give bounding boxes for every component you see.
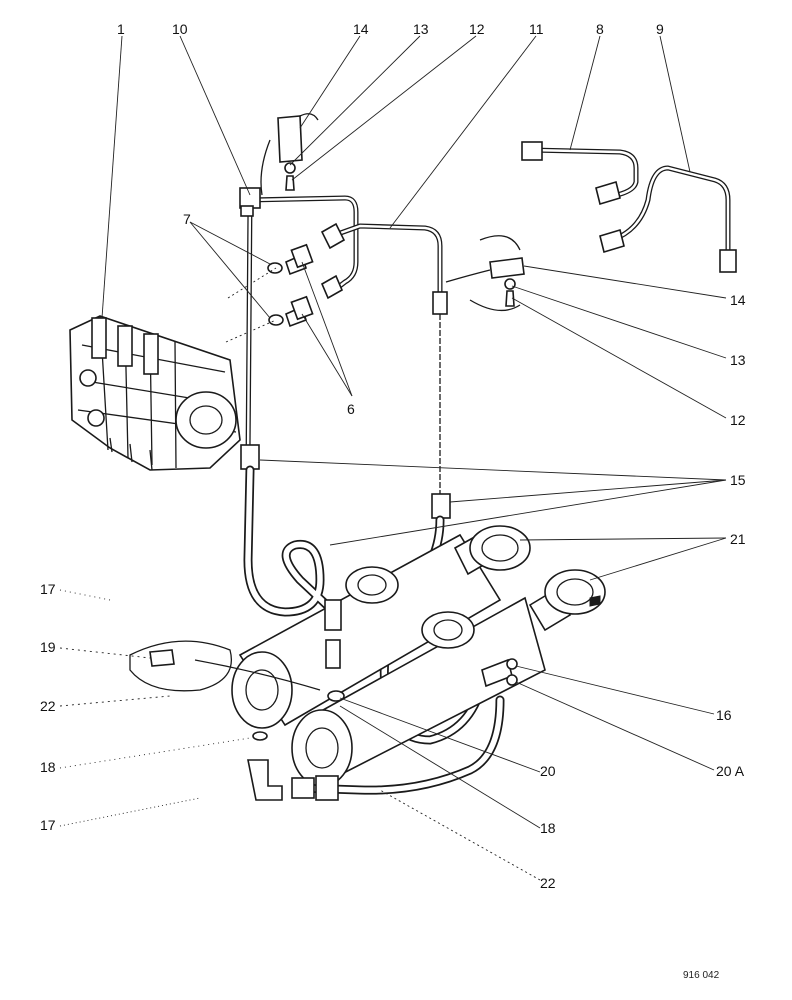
label-6: 6 [347,401,355,417]
label-13-right: 13 [730,352,746,368]
label-20A: 20 A [716,763,745,779]
label-14-right: 14 [730,292,746,308]
adapter-fittings [225,243,314,343]
label-22-bottom: 22 [540,875,556,891]
label-21: 21 [730,531,746,547]
callout-labels: 1 10 14 13 12 11 8 9 7 6 14 13 12 15 21 … [40,21,746,981]
label-1: 1 [117,21,125,37]
mounting-bracket [129,640,321,692]
port-fittings [324,599,518,702]
label-14-top: 14 [353,21,369,37]
label-10: 10 [172,21,188,37]
pipe-9 [599,165,737,273]
label-22-left: 22 [40,698,56,714]
elbow-fitting [247,731,339,801]
leader-lines [59,35,727,881]
clip-bracket-top [260,113,319,196]
label-17-upper: 17 [40,581,56,597]
label-16: 16 [716,707,732,723]
label-18-left: 18 [40,759,56,775]
pipe-11 [320,222,448,495]
label-18-right: 18 [540,820,556,836]
label-12-right: 12 [730,412,746,428]
label-9: 9 [656,21,664,37]
pipe-8 [521,141,639,206]
drawing-reference: 916 042 [683,970,720,981]
label-11: 11 [529,21,544,37]
label-17-lower: 17 [40,817,56,833]
control-valve-block [69,315,241,471]
label-19: 19 [40,639,56,655]
clip-bracket-right [445,235,525,312]
label-15: 15 [730,472,746,488]
pipe-10 [239,187,359,463]
label-12-top: 12 [469,21,485,37]
label-8: 8 [596,21,604,37]
label-7: 7 [183,211,191,227]
label-13-top: 13 [413,21,429,37]
label-20: 20 [540,763,556,779]
